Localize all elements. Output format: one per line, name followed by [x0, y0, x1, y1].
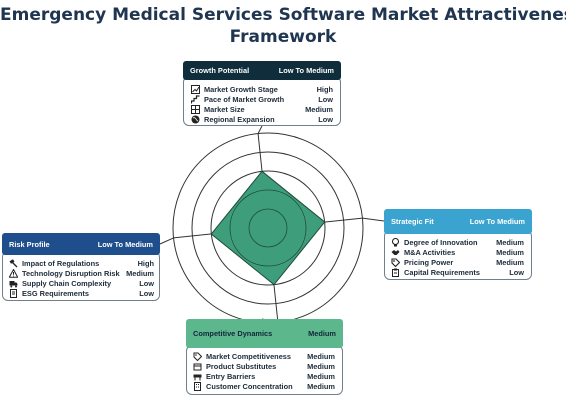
competitive-dynamics-item: Product Substitutes Medium [193, 361, 335, 371]
strategic-fit-item-label: Degree of Innovation [404, 237, 478, 247]
competitive-dynamics-item: Entry Barriers Medium [193, 371, 335, 381]
strategic-fit-panel [384, 230, 532, 280]
risk-profile-header: Risk Profile Low To Medium [2, 233, 160, 255]
tag-icon [193, 352, 202, 361]
competitive-dynamics-item-value: Medium [307, 381, 335, 391]
risk-profile-item-value: Low [139, 278, 154, 288]
page-title: Emergency Medical Services Software Mark… [0, 4, 566, 48]
strategic-fit-item-value: Medium [496, 237, 524, 247]
growth-potential-item-value: Low [318, 94, 333, 104]
risk-profile-item-value: Medium [126, 268, 154, 278]
risk-profile-item-label: Impact of Regulations [22, 258, 100, 268]
barrier-icon [193, 372, 202, 381]
competitive-dynamics-header: Competitive Dynamics Medium [186, 319, 343, 348]
growth-potential-title: Growth Potential [190, 66, 250, 75]
strategic-fit-item-label: Capital Requirements [404, 267, 480, 277]
risk-profile-title: Risk Profile [9, 239, 50, 249]
lightbulb-icon [391, 237, 400, 247]
growth-potential-item-value: Medium [305, 104, 333, 114]
globe-icon [191, 115, 200, 124]
strategic-fit-header: Strategic Fit Low To Medium [384, 209, 532, 234]
radar-score-area [210, 170, 326, 286]
risk-profile-item-value: High [137, 258, 154, 268]
warning-icon [9, 268, 18, 278]
strategic-fit-item-value: Medium [496, 257, 524, 267]
radar-ring [210, 170, 326, 286]
competitive-dynamics-title: Competitive Dynamics [193, 329, 273, 338]
competitive-dynamics-rating: Medium [308, 329, 336, 338]
competitive-dynamics-item-value: Medium [307, 371, 335, 381]
title-line-1: Emergency Medical Services Software Mark… [0, 5, 566, 25]
truck-icon [9, 279, 18, 288]
growth-potential-header: Growth Potential Low To Medium [183, 61, 341, 80]
competitive-dynamics-item-label: Entry Barriers [206, 371, 256, 381]
document-icon [9, 288, 18, 298]
radar-inner-ring [248, 208, 288, 248]
price-tag-icon [391, 257, 400, 267]
competitive-dynamics-item-value: Medium [307, 361, 335, 371]
competitive-dynamics-item-label: Customer Concentration [206, 381, 293, 391]
strategic-fit-item-value: Medium [496, 247, 524, 257]
competitive-dynamics-item-label: Market Competitiveness [206, 351, 292, 361]
panel-connector [159, 237, 174, 245]
risk-profile-item-label: ESG Requirements [22, 288, 89, 298]
risk-profile-rating: Low To Medium [97, 239, 153, 249]
growth-potential-rating: Low To Medium [278, 66, 334, 75]
risk-profile-item: Technology Disruption Risk Medium [9, 268, 154, 278]
gavel-icon [9, 258, 18, 268]
growth-potential-item-value: High [316, 84, 333, 94]
competitive-dynamics-item: Customer Concentration Medium [193, 381, 335, 391]
risk-profile-item-label: Supply Chain Complexity [22, 278, 112, 288]
handshake-icon [391, 248, 400, 257]
risk-profile-item: Impact of Regulations High [9, 258, 154, 268]
strategic-fit-item-label: M&A Activities [404, 247, 456, 257]
growth-potential-item-label: Regional Expansion [204, 114, 275, 124]
risk-profile-item: Supply Chain Complexity Low [9, 278, 154, 288]
strategic-fit-item: M&A Activities Medium [391, 247, 524, 257]
strategic-fit-item: Degree of Innovation Medium [391, 237, 524, 247]
growth-potential-item-label: Pace of Market Growth [204, 94, 285, 104]
growth-potential-item: Regional Expansion Low [191, 114, 333, 124]
growth-potential-item: Market Size Medium [191, 104, 333, 114]
panel-connector [362, 217, 385, 222]
competitive-dynamics-item: Market Competitiveness Medium [193, 351, 335, 361]
chart-line-icon [191, 84, 200, 94]
strategic-fit-rating: Low To Medium [469, 217, 525, 226]
competitive-dynamics-panel [186, 345, 343, 395]
title-line-2: Framework [229, 27, 337, 47]
strategic-fit-item: Pricing Power Medium [391, 257, 524, 267]
clipboard-icon [391, 268, 400, 277]
building-icon [193, 381, 202, 391]
competitive-dynamics-item-value: Medium [307, 351, 335, 361]
strategic-fit-title: Strategic Fit [391, 217, 434, 226]
competitive-dynamics-item-label: Product Substitutes [206, 361, 277, 371]
growth-potential-item-label: Market Growth Stage [204, 84, 278, 94]
growth-potential-item: Market Growth Stage High [191, 84, 333, 94]
steps-icon [191, 94, 200, 104]
growth-potential-item-label: Market Size [204, 104, 245, 114]
risk-profile-item-value: Low [139, 288, 154, 298]
grid-icon [191, 104, 200, 114]
risk-profile-item-label: Technology Disruption Risk [22, 268, 120, 278]
box-icon [193, 362, 202, 371]
panel-connector [257, 125, 263, 134]
growth-potential-item: Pace of Market Growth Low [191, 94, 333, 104]
strategic-fit-item-value: Low [509, 267, 524, 277]
risk-profile-item: ESG Requirements Low [9, 288, 154, 298]
radar-ring [191, 151, 345, 305]
growth-potential-item-value: Low [318, 114, 333, 124]
strategic-fit-item-label: Pricing Power [404, 257, 454, 267]
radar-inner-ring [229, 189, 307, 267]
strategic-fit-item: Capital Requirements Low [391, 267, 524, 277]
